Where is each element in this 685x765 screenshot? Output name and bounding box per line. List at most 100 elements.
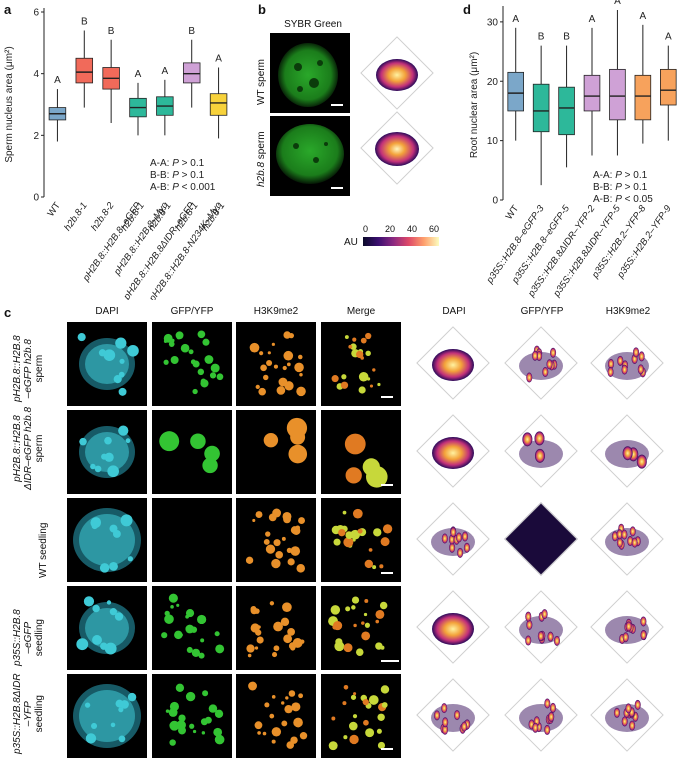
y-tick-label: 30 (487, 17, 499, 28)
micrograph-merge (321, 674, 401, 758)
colorbar-tick-label: 0 (363, 224, 369, 234)
panel-c-column-header: H3K9me2 (605, 306, 651, 317)
box-body (558, 86, 575, 136)
panel-c-column-header: DAPI (442, 306, 466, 317)
stat-line-1: A-A: P > 0.1 (593, 170, 648, 181)
y-tick-label: 0 (492, 196, 498, 207)
scale-bar (381, 484, 393, 486)
box-7: A (660, 32, 677, 141)
significance-letter: A (162, 66, 169, 77)
stat-line-2: B-B: P > 0.1 (150, 170, 205, 181)
stat-line-1: A-A: P > 0.1 (150, 158, 205, 169)
y-tick-label: 2 (33, 131, 39, 142)
y-tick-label: 0 (33, 193, 39, 204)
micrograph-h3k9me2 (236, 586, 316, 670)
surface-plot-h3k9me2 (590, 590, 664, 664)
surface-plot-dapi (416, 678, 490, 752)
micrograph-merge (321, 498, 401, 582)
sybr-h2b8-sperm-image (270, 116, 350, 196)
y-tick-label: 20 (487, 77, 499, 88)
x-tick-label: WT (45, 200, 63, 219)
surface-plot-dapi (416, 502, 490, 576)
surface-plot-dapi (416, 414, 490, 488)
significance-letter: B (538, 32, 545, 43)
box-1: A (48, 75, 67, 142)
micrograph-h3k9me2 (236, 674, 316, 758)
surface-plot-dapi (416, 326, 490, 400)
colorbar-tick-label: 60 (429, 224, 440, 234)
significance-letter: B (108, 26, 115, 37)
micrograph-dapi (67, 498, 147, 582)
surface-plot-dapi (416, 590, 490, 664)
box-2: B (75, 17, 94, 108)
box-body (75, 57, 94, 84)
surface-plot-gfp-yfp (504, 678, 578, 752)
scale-bar (331, 187, 343, 189)
micrograph-merge (321, 410, 401, 494)
significance-letter: B (81, 17, 88, 28)
panel-a-letter: a (4, 2, 12, 17)
panel-b-row2-label: h2b.8 sperm (256, 131, 267, 187)
colorbar (363, 237, 439, 246)
stat-line-2: B-B: P > 0.1 (593, 182, 648, 193)
y-tick-label: 4 (33, 69, 39, 80)
significance-letter: B (188, 26, 195, 37)
x-tick-label: WT (504, 203, 522, 222)
stat-line-3: A-B: P < 0.05 (593, 194, 653, 205)
x-tick-label: h2b.8-1 (62, 200, 89, 233)
significance-letter: A (589, 14, 596, 25)
box-3: B (102, 26, 120, 123)
surface-plot-h3k9me2 (590, 678, 664, 752)
sybr-h2b8-surface-plot (360, 111, 434, 185)
sybr-wt-surface-plot (360, 36, 434, 110)
box-body (583, 74, 601, 112)
micrograph-gfp-yfp (152, 410, 232, 494)
box-6: B (182, 26, 201, 108)
surface-plot-gfp-yfp (504, 414, 578, 488)
significance-letter: A (665, 32, 672, 43)
box-7: A (209, 54, 228, 139)
stat-line-3: A-B: P < 0.001 (150, 182, 216, 193)
panel-d-letter: d (463, 2, 471, 17)
significance-letter: B (563, 32, 570, 43)
box-body (660, 68, 677, 106)
box-body (209, 93, 228, 116)
y-axis-title: Sperm nucleus area (μm²) (4, 46, 15, 162)
box-3: B (558, 32, 575, 168)
box-6: A (634, 11, 652, 144)
sybr-wt-sperm-image (270, 33, 350, 113)
significance-letter: A (640, 11, 647, 22)
box-body (182, 62, 201, 84)
significance-letter: A (215, 54, 222, 65)
micrograph-gfp-yfp (152, 322, 232, 406)
box-body (532, 83, 550, 133)
panel-c-column-header: GFP/YFP (170, 306, 214, 317)
panel-c-row-label: WT seedling (38, 522, 49, 578)
micrograph-dapi (67, 674, 147, 758)
significance-letter: A (614, 0, 621, 7)
box-5: A (156, 66, 174, 136)
micrograph-gfp-yfp (152, 674, 232, 758)
y-axis-title: Root nuclear area (μm²) (469, 52, 480, 158)
surface-plot-gfp-yfp (504, 590, 578, 664)
panel-c-column-header: GFP/YFP (520, 306, 564, 317)
micrograph-gfp-yfp (152, 498, 232, 582)
box-4: A (583, 14, 601, 156)
surface-plot-h3k9me2 (590, 414, 664, 488)
panel-c-column-header: Merge (346, 306, 376, 317)
box-4: A (129, 69, 147, 136)
scale-bar (381, 396, 393, 398)
panel-c-letter: c (4, 305, 12, 320)
micrograph-dapi (67, 586, 147, 670)
micrograph-h3k9me2 (236, 498, 316, 582)
box-body (507, 71, 524, 112)
box-1: A (507, 14, 524, 141)
surface-plot-h3k9me2 (590, 326, 664, 400)
x-tick-label: h2b.8-2 (89, 200, 117, 233)
significance-letter: A (135, 69, 142, 80)
